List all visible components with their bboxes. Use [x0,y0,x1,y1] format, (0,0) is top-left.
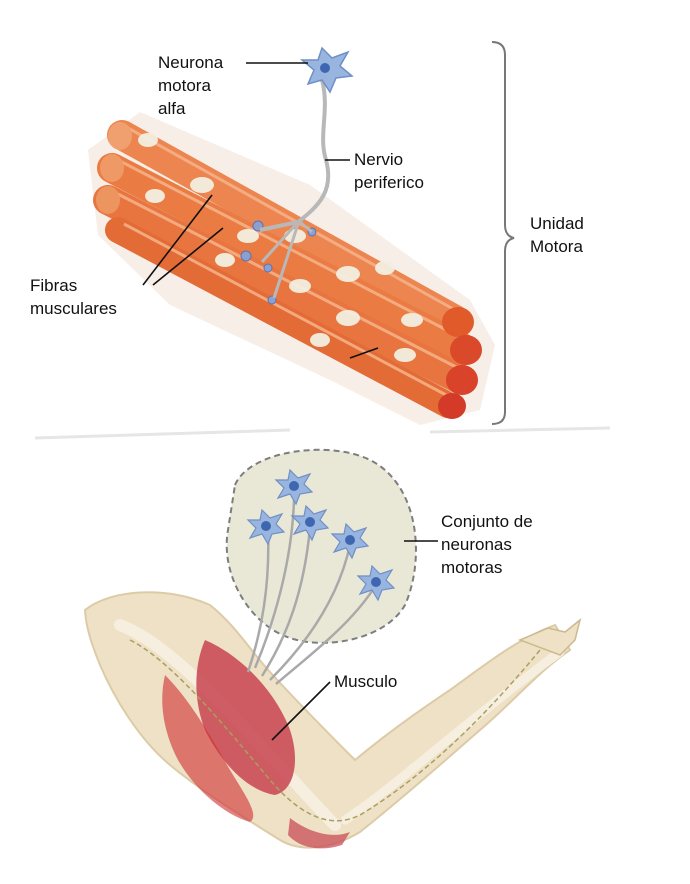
label-muscle-fibers: Fibras musculares [30,274,117,320]
label-alpha-motor-neuron: Neurona motora alfa [158,51,223,120]
muscle-fiber-bundle [88,112,495,425]
label-muscle: Musculo [334,670,397,693]
motor-neuron-icon [302,48,352,92]
label-motor-unit: Unidad Motora [530,212,584,258]
label-motor-neuron-pool: Conjunto de neuronas motoras [441,510,533,579]
motor-unit-bracket [492,42,514,424]
page-separator [35,428,610,438]
label-peripheral-nerve: Nervio periferico [354,148,424,194]
